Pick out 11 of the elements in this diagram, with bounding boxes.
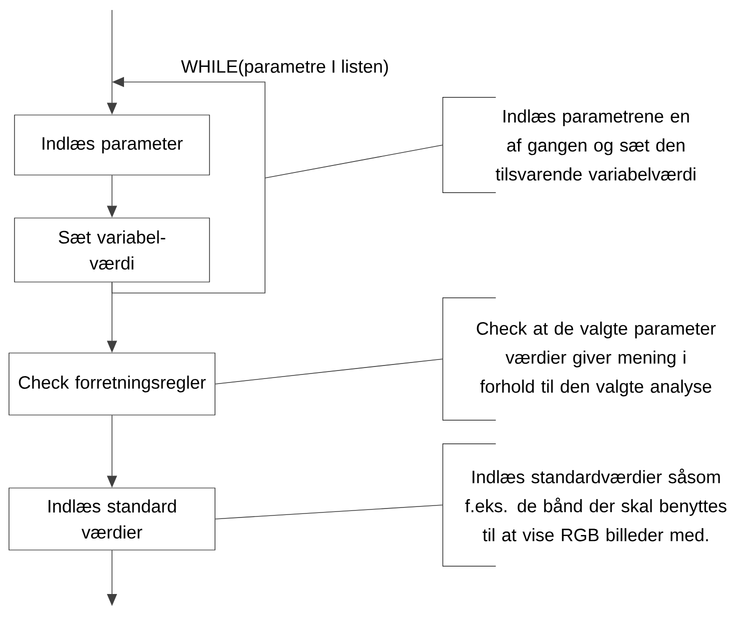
annotation-bracket: Indlæs standardværdier såsom f.eks. de bånd der skal benyttes til at vise RGB billeder med.: [442, 444, 726, 566]
leader-line: [214, 504, 444, 520]
process-box: Indlæs parameter: [14, 114, 210, 176]
leader-line: [214, 358, 444, 384]
process-box: Check forretningsregler: [8, 352, 216, 416]
process-box: Indlæs standard værdier: [8, 488, 216, 550]
process-box: Sæt variabel-værdi: [14, 218, 210, 282]
annotation-bracket: Indlæs parametrene en af gangen og sæt den tilsvarende variabelværdi: [442, 97, 696, 193]
edge-label: WHILE(parametre I listen): [180, 58, 390, 78]
annotation-bracket: Check at de valgte parameter værdier giver mening i forhold til den valgte analyse: [442, 298, 716, 420]
leader-line: [264, 144, 444, 178]
